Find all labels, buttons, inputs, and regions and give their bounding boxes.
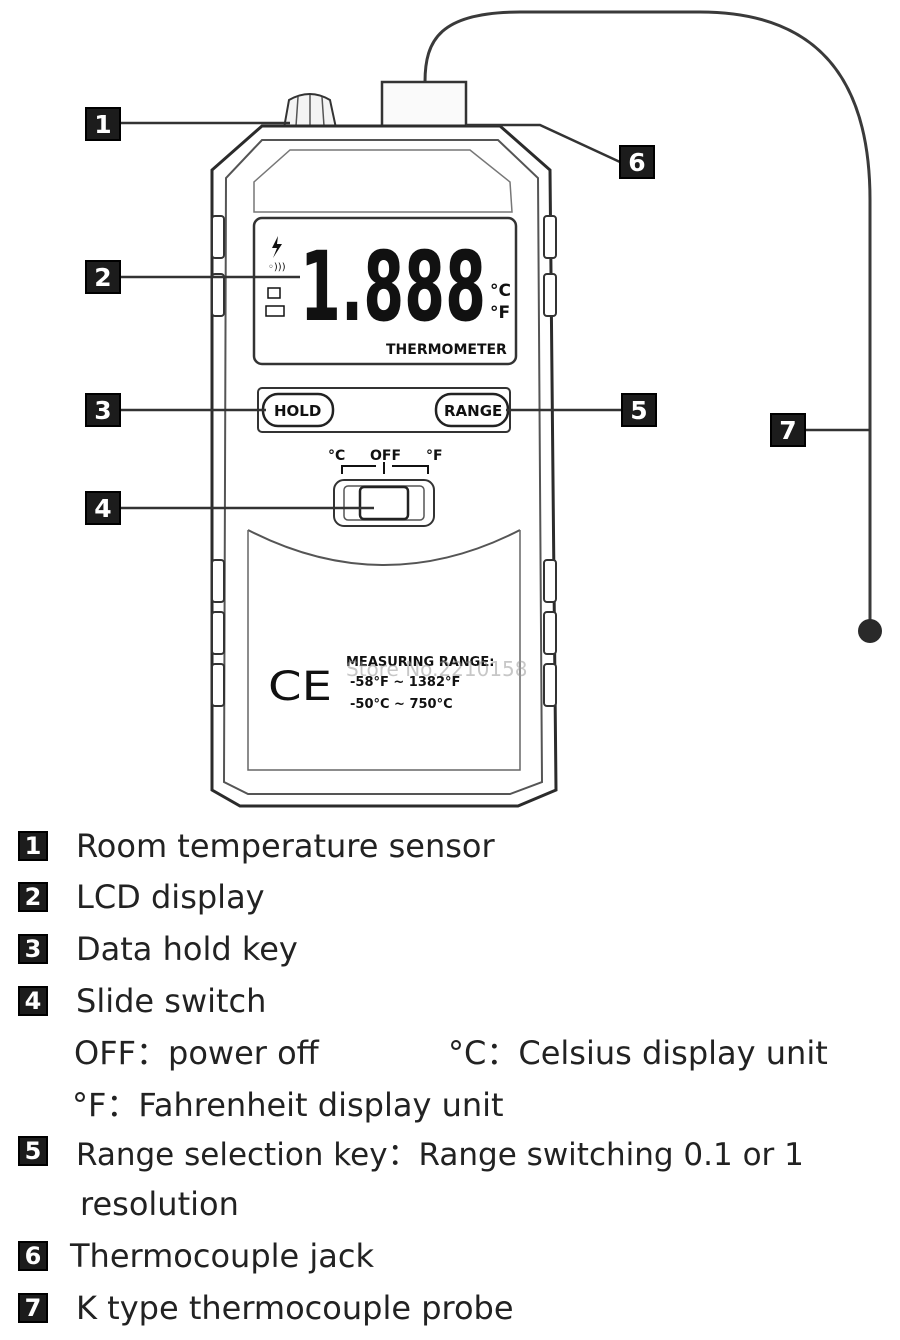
legend-text: Range selection key：Range switching 0.1 …	[76, 1136, 804, 1173]
range-button-label: RANGE	[444, 402, 502, 420]
legend-text: K type thermocouple probe	[76, 1289, 514, 1327]
legend-item-2: 2 LCD display	[18, 877, 265, 917]
callout-1-number: 1	[94, 110, 111, 139]
lcd-unit-fahrenheit: °F	[490, 303, 510, 323]
switch-label-celsius: °C	[328, 448, 345, 464]
hold-button[interactable]: HOLD	[261, 392, 335, 428]
callout-2-number: 2	[94, 263, 111, 292]
lcd-label: THERMOMETER	[386, 342, 507, 358]
legend-text: Thermocouple jack	[70, 1237, 374, 1275]
legend-sub-celsius: °C：Celsius display unit	[448, 1034, 828, 1072]
measuring-range-fahrenheit: -58°F ~ 1382°F	[350, 675, 460, 690]
switch-label-off: OFF	[370, 448, 401, 464]
lcd-display: 1.888 °C °F THERMOMETER ◦)))	[252, 216, 518, 366]
legend-text: Slide switch	[76, 982, 267, 1020]
room-temperature-sensor	[282, 93, 338, 129]
callout-7: 7	[770, 413, 806, 447]
slide-switch[interactable]: °C OFF °F	[328, 448, 443, 527]
callout-7-number: 7	[779, 416, 796, 445]
legend-number: 1	[18, 831, 48, 861]
callout-3-number: 3	[94, 396, 111, 425]
sound-icon: ◦)))	[268, 262, 286, 273]
legend-item-1: 1 Room temperature sensor	[18, 826, 495, 866]
callout-6-number: 6	[628, 148, 645, 177]
legend-item-6: 6 Thermocouple jack	[18, 1236, 374, 1276]
switch-label-fahrenheit: °F	[426, 448, 443, 464]
legend-number: 5	[18, 1136, 48, 1166]
measuring-range-celsius: -50°C ~ 750°C	[350, 697, 453, 712]
range-button[interactable]: RANGE	[434, 392, 510, 428]
thermocouple-probe-tip	[858, 619, 882, 643]
callout-2: 2	[85, 260, 121, 294]
legend-text: Room temperature sensor	[76, 827, 495, 865]
legend-number: 7	[18, 1293, 48, 1323]
leader-line-6	[466, 123, 621, 164]
lcd-unit-celsius: °C	[490, 281, 511, 301]
ce-mark: CE	[268, 664, 332, 710]
hold-indicator	[267, 287, 281, 299]
legend-item-3: 3 Data hold key	[18, 929, 298, 969]
legend-item-5: 5 Range selection key：Range switching 0.…	[18, 1131, 804, 1173]
thermocouple-jack	[380, 80, 468, 130]
hold-button-label: HOLD	[274, 402, 321, 420]
lcd-digits: 1.888	[300, 231, 486, 343]
callout-6: 6	[619, 145, 655, 179]
callout-4: 4	[85, 491, 121, 525]
callout-5-number: 5	[630, 396, 647, 425]
thermocouple-probe-cable	[423, 10, 872, 630]
store-watermark: Store No.2210158	[346, 657, 528, 681]
battery-icon	[265, 305, 285, 317]
callout-3: 3	[85, 393, 121, 427]
callout-4-number: 4	[94, 494, 111, 523]
legend-number: 2	[18, 882, 48, 912]
slide-switch-knob[interactable]	[358, 485, 410, 521]
legend-number: 6	[18, 1241, 48, 1271]
measuring-range-title: MEASURING RANGE:	[346, 655, 494, 670]
legend-text: Data hold key	[76, 930, 298, 968]
legend-number: 3	[18, 934, 48, 964]
legend-text: LCD display	[76, 878, 265, 916]
legend-number: 4	[18, 986, 48, 1016]
legend-sub-off: OFF：power off	[74, 1034, 319, 1072]
callout-5: 5	[621, 393, 657, 427]
legend-item-4: 4 Slide switch	[18, 981, 266, 1021]
thermometer-diagram: 1.888 °C °F THERMOMETER ◦))) HOLD RANGE …	[85, 10, 882, 808]
legend-sub-resolution: resolution	[80, 1185, 239, 1223]
callout-1: 1	[85, 107, 121, 141]
lightning-icon	[272, 236, 282, 258]
legend-sub-fahrenheit: °F：Fahrenheit display unit	[72, 1086, 504, 1124]
legend-item-7: 7 K type thermocouple probe	[18, 1288, 514, 1328]
